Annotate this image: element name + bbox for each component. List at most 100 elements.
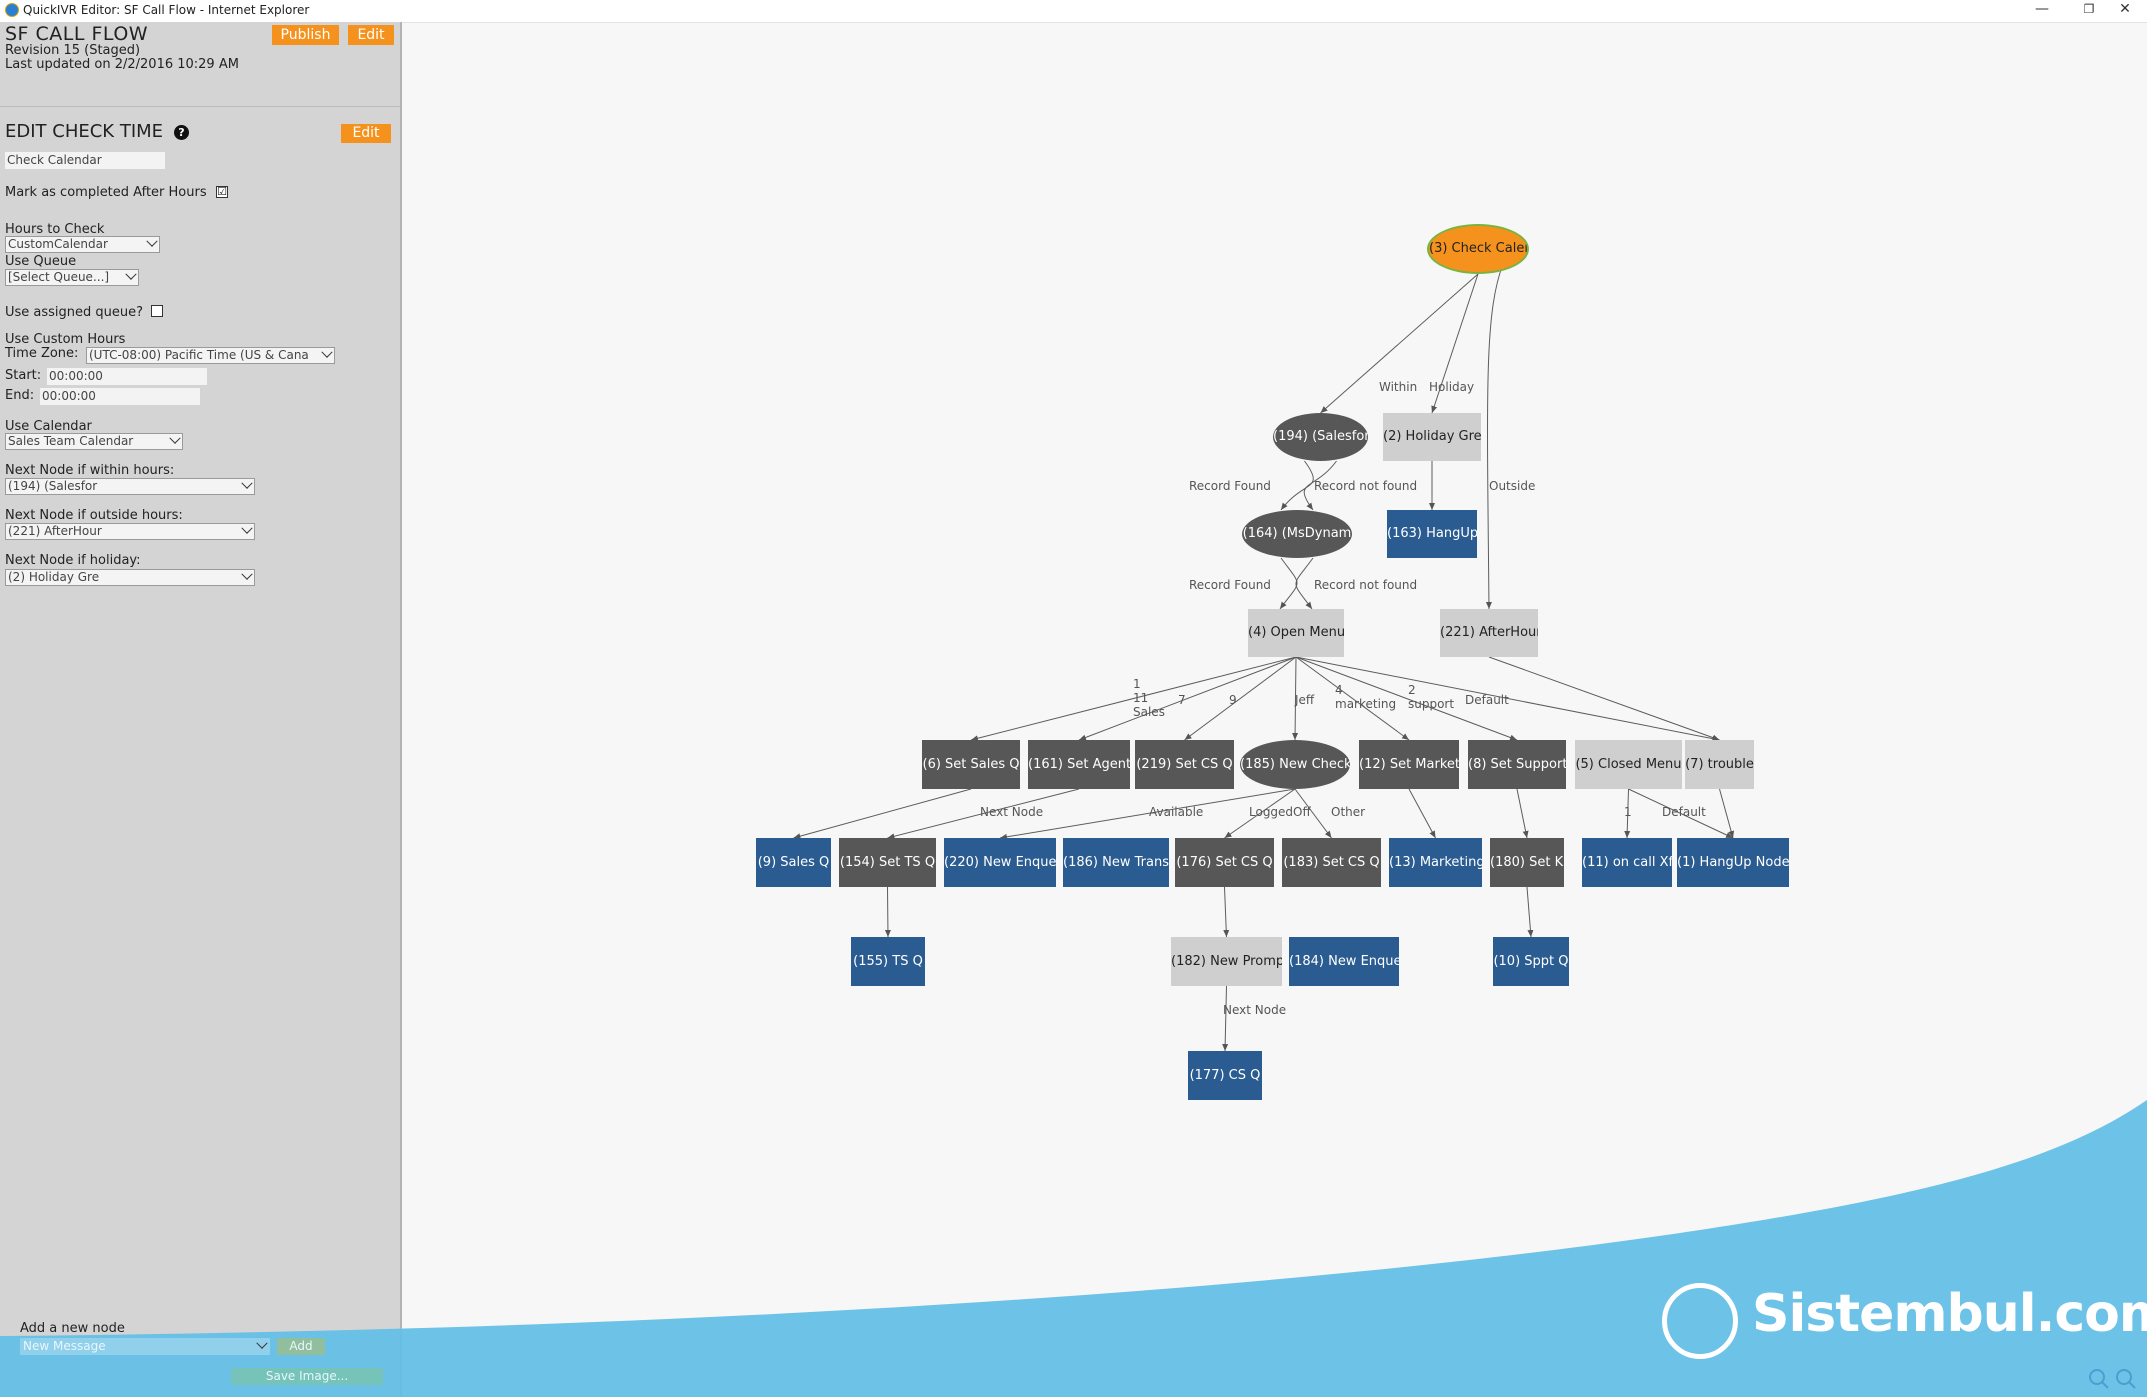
flow-edge-label: Holiday bbox=[1429, 380, 1475, 394]
hours-to-check-label: Hours to Check bbox=[5, 222, 105, 237]
flow-node-185[interactable]: (185) New Check bbox=[1240, 740, 1350, 789]
editor-title: EDIT CHECK TIME bbox=[5, 121, 164, 142]
flow-edge-label: Record Found bbox=[1189, 479, 1271, 493]
flow-edge bbox=[884, 886, 891, 938]
time-zone-select[interactable]: (UTC-08:00) Pacific Time (US & Cana bbox=[86, 347, 335, 364]
flow-edge-label: 1 bbox=[1624, 805, 1632, 819]
flow-node-184[interactable]: (184) New Enque bbox=[1289, 937, 1399, 986]
use-calendar-select[interactable]: Sales Team Calendar bbox=[5, 433, 183, 450]
flow-edge bbox=[1485, 263, 1504, 610]
chevron-down-icon bbox=[146, 237, 158, 247]
flow-node-164[interactable]: (164) (MsDynam bbox=[1242, 510, 1352, 558]
help-icon[interactable]: ? bbox=[174, 125, 189, 140]
flow-header: SF CALL FLOW Revision 15 (Staged) Last u… bbox=[0, 22, 400, 107]
next-outside-label: Next Node if outside hours: bbox=[5, 508, 183, 523]
flow-edge-label: 7 bbox=[1178, 693, 1186, 707]
end-time-input[interactable]: 00:00:00 bbox=[40, 388, 200, 405]
flow-node-176[interactable]: (176) Set CS Q bbox=[1175, 838, 1274, 887]
next-within-select[interactable]: (194) (Salesfor bbox=[5, 478, 255, 495]
add-node-button[interactable]: Add bbox=[277, 1338, 325, 1355]
node-name-input[interactable]: Check Calendar bbox=[5, 152, 165, 169]
flow-node-8[interactable]: (8) Set Support bbox=[1468, 740, 1566, 789]
flow-node-177[interactable]: (177) CS Q bbox=[1188, 1051, 1262, 1100]
flow-edge-label: Next Node bbox=[1223, 1003, 1287, 1017]
use-calendar-value: Sales Team Calendar bbox=[8, 434, 134, 448]
flow-edge bbox=[887, 788, 1080, 840]
flow-edge bbox=[1222, 985, 1229, 1052]
flow-node-183[interactable]: (183) Set CS Q bbox=[1282, 838, 1381, 887]
flow-node-154[interactable]: (154) Set TS Q bbox=[839, 838, 936, 887]
flow-node-194[interactable]: (194) (Salesfor bbox=[1273, 413, 1368, 461]
use-custom-hours-label: Use Custom Hours bbox=[5, 332, 126, 347]
flow-node-12[interactable]: (12) Set Market bbox=[1359, 740, 1459, 789]
flow-node-10[interactable]: (10) Sppt Q bbox=[1493, 937, 1569, 986]
flow-node-221[interactable]: (221) AfterHour bbox=[1440, 609, 1538, 657]
use-assigned-queue-checkbox[interactable] bbox=[151, 305, 163, 317]
flow-node-219[interactable]: (219) Set CS Q bbox=[1135, 740, 1234, 789]
flow-node-6[interactable]: (6) Set Sales Q bbox=[922, 740, 1020, 789]
publish-button[interactable]: Publish bbox=[272, 25, 339, 45]
hours-to-check-select[interactable]: CustomCalendar bbox=[5, 236, 160, 253]
flow-node-5[interactable]: (5) Closed Menu bbox=[1575, 740, 1682, 789]
window-titlebar: QuickIVR Editor: SF Call Flow - Internet… bbox=[0, 0, 2147, 23]
flow-node-155[interactable]: (155) TS Q bbox=[851, 937, 925, 986]
next-outside-select[interactable]: (221) AfterHour bbox=[5, 523, 255, 540]
next-within-label: Next Node if within hours: bbox=[5, 463, 175, 478]
save-image-button[interactable]: Save Image... bbox=[231, 1368, 383, 1385]
flow-edge-label: LoggedOff bbox=[1249, 805, 1311, 819]
flow-edge-label: Record not found bbox=[1314, 578, 1418, 592]
chevron-down-icon bbox=[256, 1339, 268, 1349]
minimize-button[interactable]: — bbox=[2035, 1, 2049, 17]
next-holiday-label: Next Node if holiday: bbox=[5, 553, 141, 568]
hours-to-check-value: CustomCalendar bbox=[8, 237, 108, 251]
flow-edge-label: Record not found bbox=[1314, 479, 1418, 493]
flow-edge bbox=[1488, 656, 1720, 741]
flow-node-7[interactable]: (7) trouble bbox=[1685, 740, 1754, 789]
flow-node-161[interactable]: (161) Set Agent bbox=[1028, 740, 1130, 789]
flow-node-163[interactable]: (163) HangUp bbox=[1387, 510, 1477, 558]
close-button[interactable]: ✕ bbox=[2119, 1, 2131, 17]
use-queue-label: Use Queue bbox=[5, 254, 77, 269]
mark-completed-checkbox[interactable]: ☑ bbox=[216, 185, 228, 198]
flow-edge bbox=[1431, 273, 1479, 414]
start-label: Start: bbox=[5, 368, 42, 383]
add-node-value: New Message bbox=[23, 1339, 106, 1353]
use-queue-select[interactable]: [Select Queue...] bbox=[5, 269, 139, 286]
flow-edge bbox=[1628, 788, 1734, 839]
flow-node-182[interactable]: (182) New Promp bbox=[1171, 937, 1282, 986]
flow-node-220[interactable]: (220) New Enque bbox=[944, 838, 1056, 887]
flow-edge bbox=[1408, 788, 1436, 839]
edit-flow-button[interactable]: Edit bbox=[348, 25, 394, 45]
flow-edge-label: Available bbox=[1149, 805, 1204, 819]
last-updated-text: Last updated on 2/2/2016 10:29 AM bbox=[5, 57, 239, 72]
add-node-label: Add a new node bbox=[20, 1321, 125, 1336]
chevron-down-icon bbox=[241, 524, 253, 534]
next-holiday-value: (2) Holiday Gre bbox=[8, 570, 100, 584]
restore-button[interactable]: ❐ bbox=[2083, 2, 2095, 16]
flow-node-4[interactable]: (4) Open Menu bbox=[1248, 609, 1344, 657]
flow-edge bbox=[1223, 886, 1230, 938]
flow-edge bbox=[1295, 656, 1720, 742]
internet-explorer-icon bbox=[5, 3, 19, 17]
chevron-down-icon bbox=[169, 434, 181, 444]
flow-node-3[interactable]: (3) Check Calen bbox=[1427, 224, 1529, 274]
flow-node-180[interactable]: (180) Set KB bbox=[1490, 838, 1564, 887]
flow-node-186[interactable]: (186) New Trans bbox=[1063, 838, 1169, 887]
add-node-select[interactable]: New Message bbox=[20, 1338, 270, 1355]
mark-completed-label: Mark as completed After Hours bbox=[5, 185, 207, 200]
watermark-brand: Sistembul.com bbox=[1752, 1284, 2147, 1344]
flow-edge bbox=[1184, 656, 1297, 741]
flow-node-11[interactable]: (11) on call Xf bbox=[1582, 838, 1672, 887]
start-time-input[interactable]: 00:00:00 bbox=[47, 368, 207, 385]
next-holiday-select[interactable]: (2) Holiday Gre bbox=[5, 569, 255, 586]
flow-node-2[interactable]: (2) Holiday Gre bbox=[1383, 413, 1481, 461]
flow-node-9[interactable]: (9) Sales Q bbox=[756, 838, 831, 887]
chevron-down-icon bbox=[241, 570, 253, 580]
flow-node-13[interactable]: (13) Marketing bbox=[1389, 838, 1482, 887]
flow-edge bbox=[1279, 557, 1298, 610]
edit-node-button[interactable]: Edit bbox=[341, 124, 391, 143]
flow-node-1[interactable]: (1) HangUp Node bbox=[1677, 838, 1789, 887]
use-queue-value: [Select Queue...] bbox=[8, 270, 110, 284]
